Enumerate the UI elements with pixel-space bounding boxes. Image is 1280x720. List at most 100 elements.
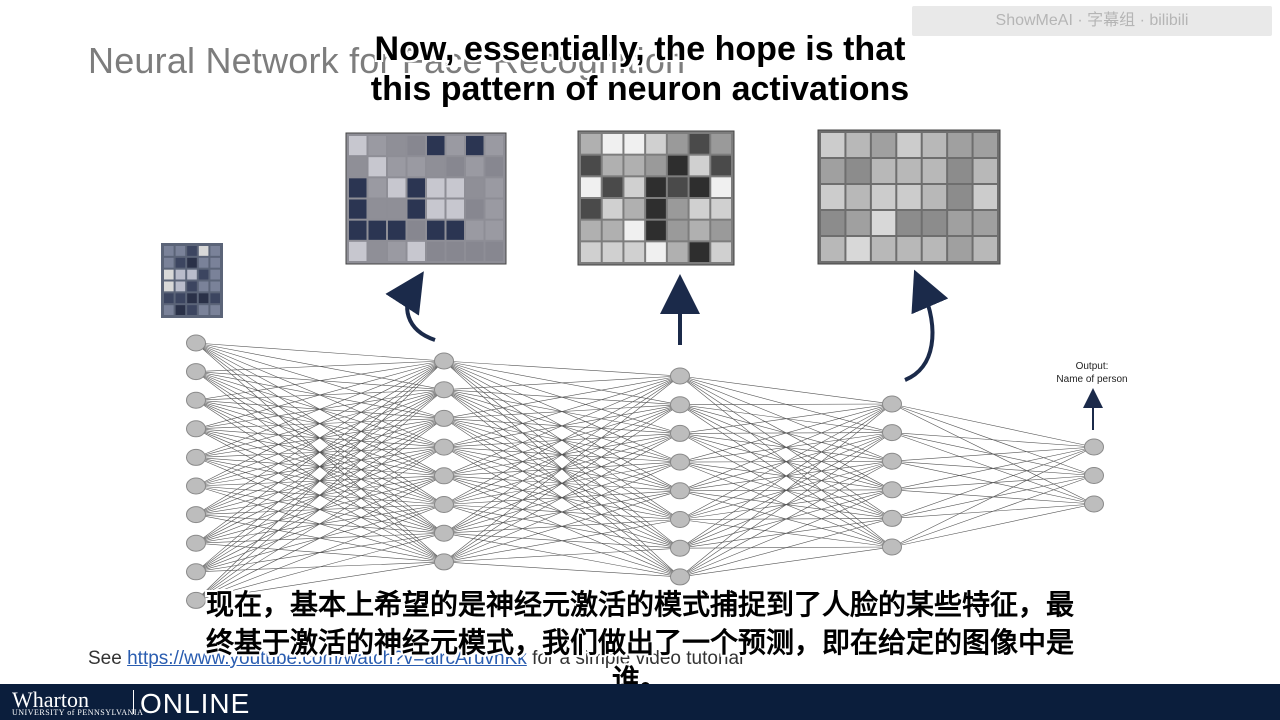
input-tile <box>210 281 220 292</box>
feature-tile <box>581 199 601 219</box>
input-tile <box>198 293 209 304</box>
feature-image-faces <box>817 129 1001 265</box>
input-tile <box>187 257 197 268</box>
feature-tile <box>646 242 666 262</box>
neuron-node <box>670 453 690 471</box>
feature-tile <box>446 199 464 219</box>
feature-tile <box>427 157 445 177</box>
feature-tile <box>446 157 464 177</box>
feature-tile <box>646 155 666 176</box>
feature-tile <box>646 134 666 154</box>
neuron-node <box>882 509 902 527</box>
subtitle-cn-line2: 终基于激活的神经元模式，我们做出了一个预测，即在给定的图像中是 <box>205 627 1074 658</box>
feature-tile <box>446 136 464 156</box>
neuron-node <box>670 396 690 414</box>
feature-tile <box>427 178 445 198</box>
feature-tile <box>689 242 710 262</box>
feature-tile <box>466 220 484 240</box>
feature-tile <box>407 178 425 198</box>
feature-tile <box>349 178 367 198</box>
neuron-node <box>434 524 454 542</box>
neuron-node <box>186 363 206 381</box>
face-tile <box>897 159 921 183</box>
network-edge <box>195 360 445 458</box>
feature-tile <box>624 134 645 154</box>
neuron-node <box>186 506 206 524</box>
neuron-node <box>882 481 902 499</box>
feature-tile <box>581 177 601 197</box>
neuron-node <box>670 424 690 442</box>
tutorial-note: See https://www.youtube.com/watch?v=airc… <box>88 648 744 669</box>
feature-tile <box>646 220 666 241</box>
feature-tile <box>689 220 710 241</box>
face-tile <box>922 133 947 157</box>
feature-tile <box>602 242 623 262</box>
feature-tile <box>349 157 367 177</box>
feature-tile <box>388 220 406 240</box>
feature-tile <box>427 136 445 156</box>
neuron-node <box>186 391 206 409</box>
feature-tile <box>446 241 464 261</box>
feature-tile <box>485 157 503 177</box>
face-tile <box>846 159 870 183</box>
university-label: UNIVERSITY of PENNSYLVANIA <box>12 708 144 717</box>
network-edge <box>443 375 681 563</box>
face-tile <box>897 185 921 209</box>
face-tile <box>846 133 870 157</box>
network-edge <box>195 360 445 487</box>
feature-tile <box>689 134 710 154</box>
input-tile <box>198 281 209 292</box>
face-tile <box>871 159 896 183</box>
input-tile <box>187 305 197 315</box>
feature-tile <box>349 220 367 240</box>
feature-tile <box>407 241 425 261</box>
feature-tile <box>646 199 666 219</box>
neuron-node <box>434 438 454 456</box>
network-edges <box>195 342 1095 601</box>
input-tile <box>198 246 209 256</box>
feature-image-edges <box>345 132 507 265</box>
network-edge <box>195 475 445 601</box>
network-edge <box>679 403 893 520</box>
network-edge <box>195 446 445 601</box>
face-tile <box>922 237 947 261</box>
tutorial-link[interactable]: https://www.youtube.com/watch?v=aircAruv… <box>127 648 527 669</box>
network-edge <box>679 403 893 406</box>
network-edge <box>679 403 893 492</box>
feature-tile <box>624 199 645 219</box>
feature-tile <box>466 199 484 219</box>
network-edge <box>195 504 445 601</box>
neuron-node <box>186 534 206 552</box>
feature-tile <box>407 199 425 219</box>
feature-tile <box>711 177 731 197</box>
network-edge <box>891 446 1095 462</box>
feature-tile <box>711 134 731 154</box>
network-edge <box>891 403 1095 448</box>
input-tile <box>164 269 174 280</box>
input-tile <box>164 293 174 304</box>
feature-tile <box>466 136 484 156</box>
feature-tile <box>667 242 688 262</box>
network-edge <box>195 418 445 601</box>
feature-tile <box>667 155 688 176</box>
network-edge <box>679 403 893 434</box>
neuron-node <box>670 539 690 557</box>
feature-tile <box>446 220 464 240</box>
face-tile <box>821 211 845 235</box>
network-edge <box>195 360 445 573</box>
neuron-node <box>882 538 902 556</box>
face-tile <box>973 133 997 157</box>
feature-tile <box>427 220 445 240</box>
face-tile <box>948 237 972 261</box>
feature-tile <box>646 177 666 197</box>
face-tile <box>922 159 947 183</box>
network-edge <box>891 446 1095 491</box>
input-tile <box>164 246 174 256</box>
feature-tile <box>581 242 601 262</box>
input-tile <box>164 305 174 315</box>
network-edge <box>443 561 681 578</box>
face-tile <box>897 237 921 261</box>
neuron-node <box>1084 438 1104 456</box>
feature-tile <box>581 155 601 176</box>
feature-tile <box>407 157 425 177</box>
